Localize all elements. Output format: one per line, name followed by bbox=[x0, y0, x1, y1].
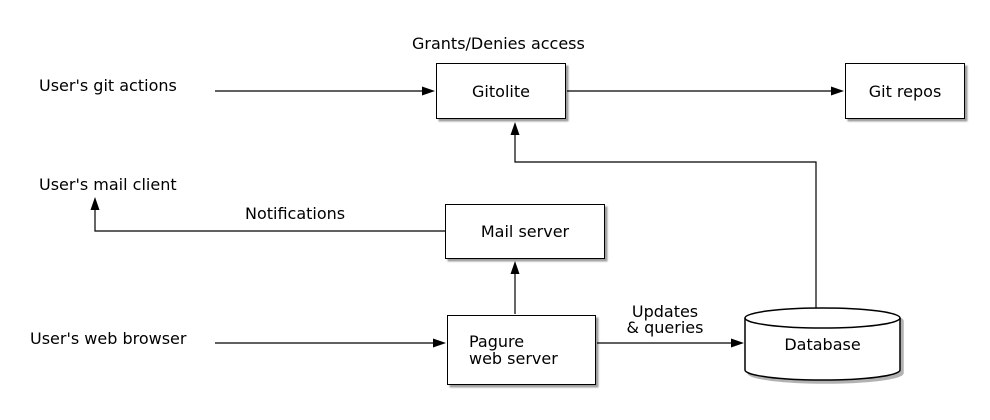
label-grants-denies-access: Grants/Denies access bbox=[412, 34, 585, 53]
label-updates-queries: Updates & queries bbox=[600, 304, 730, 336]
node-gitolite: Gitolite bbox=[436, 63, 566, 119]
edge-mail-server-to-mail-client bbox=[94, 210, 445, 232]
node-gitolite-label: Gitolite bbox=[472, 81, 530, 101]
arrowhead-mail-server-to-mail-client bbox=[90, 197, 100, 210]
node-pagure-web-server: Pagure web server bbox=[447, 315, 596, 385]
node-database-label: Database bbox=[784, 334, 861, 354]
node-pagure-label-line1: Pagure bbox=[469, 332, 525, 351]
label-updates-line1: Updates bbox=[631, 302, 699, 321]
label-users-web-browser: User's web browser bbox=[30, 329, 187, 348]
label-notifications: Notifications bbox=[245, 204, 346, 223]
label-updates-line2: & queries bbox=[626, 318, 704, 337]
arrowhead-gitolite-to-git-repos bbox=[831, 86, 844, 96]
label-users-git-actions: User's git actions bbox=[39, 76, 177, 95]
arrowhead-web-browser-to-pagure bbox=[433, 338, 446, 348]
node-pagure-label-line2: web server bbox=[469, 349, 558, 368]
arrowhead-git-actions-to-gitolite bbox=[422, 86, 435, 96]
label-users-mail-client: User's mail client bbox=[39, 175, 177, 194]
arrowhead-pagure-to-mail-server bbox=[510, 261, 520, 274]
arrowhead-pagure-to-database bbox=[731, 338, 744, 348]
node-git-repos: Git repos bbox=[845, 63, 965, 119]
arrowhead-database-to-gitolite bbox=[510, 122, 520, 135]
database-cylinder-rim bbox=[744, 317, 901, 329]
edge-database-to-gitolite bbox=[514, 135, 817, 308]
node-mail-server-label: Mail server bbox=[480, 222, 570, 241]
node-git-repos-label: Git repos bbox=[868, 81, 942, 101]
node-database: Database bbox=[745, 316, 900, 372]
node-mail-server: Mail server bbox=[445, 204, 605, 259]
